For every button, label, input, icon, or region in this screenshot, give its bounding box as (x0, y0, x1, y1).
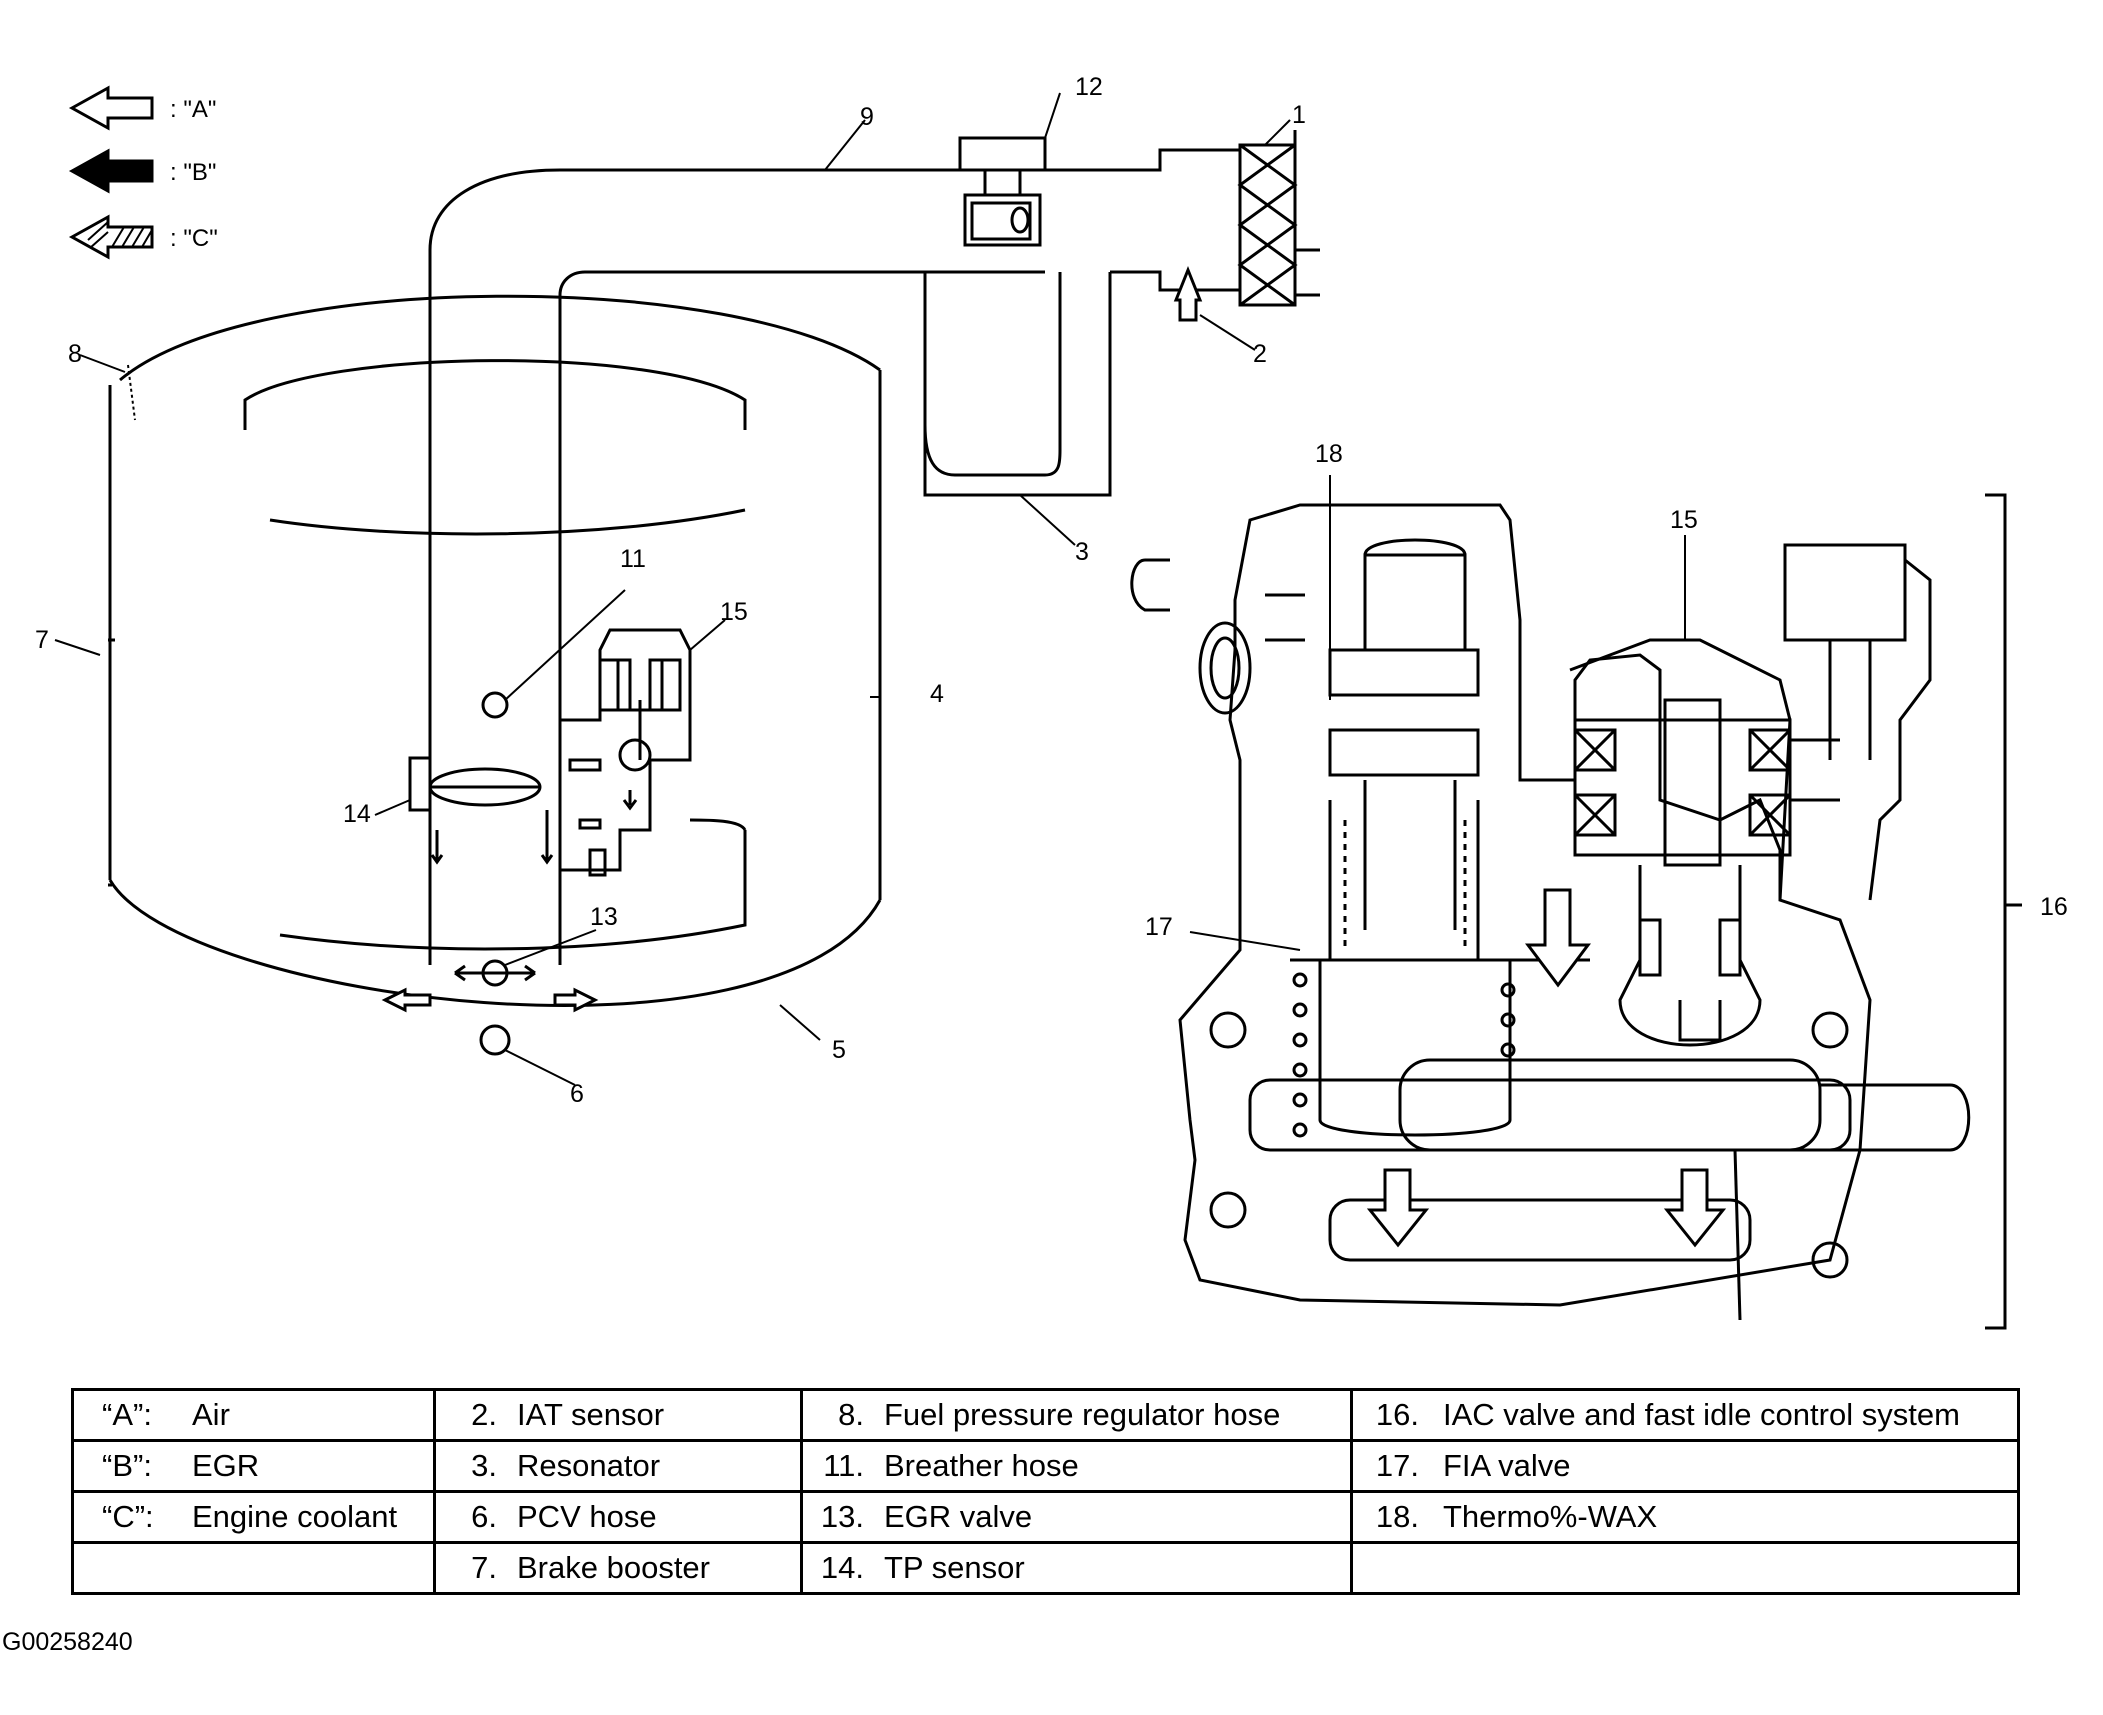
table-cell: 3.Resonator (433, 1439, 803, 1493)
callout-14: 14 (343, 800, 371, 828)
surge-tank (108, 294, 882, 1008)
table-cell (71, 1541, 436, 1595)
flow-legend: : "A" : "B" : "C" (68, 85, 218, 260)
iat-air-arrow-icon (1173, 265, 1203, 322)
leader-lines (54, 92, 1686, 1086)
resonator (923, 272, 1112, 497)
callout-16: 16 (2040, 893, 2068, 921)
pcv-hose-port (479, 1024, 511, 1056)
callout-13: 13 (590, 903, 618, 931)
callout-15-right: 15 (1670, 506, 1698, 534)
callout-3: 3 (1075, 538, 1089, 566)
table-row: “A”:Air 2.IAT sensor 8.Fuel pressure reg… (71, 1388, 2020, 1442)
intake-system-diagram: : "A" : "B" : "C" (35, 73, 2068, 1330)
fuel-pressure-hose (127, 364, 136, 421)
table-cell: 8.Fuel pressure regulator hose (800, 1388, 1353, 1442)
callout-5: 5 (832, 1036, 846, 1064)
callout-17: 17 (1145, 913, 1173, 941)
table-cell: 2.IAT sensor (433, 1388, 803, 1442)
figure-id: G00258240 (2, 1628, 133, 1656)
callout-18: 18 (1315, 440, 1343, 468)
callout-2: 2 (1253, 340, 1267, 368)
egr-arrow-icon (68, 148, 154, 194)
callout-15-left: 15 (720, 598, 748, 626)
callout-6: 6 (570, 1080, 584, 1108)
parts-legend-table: “A”:Air 2.IAT sensor 8.Fuel pressure reg… (71, 1388, 2020, 1595)
iat-sensor-housing (958, 136, 1047, 247)
table-row: “B”:EGR 3.Resonator 11.Breather hose 17.… (71, 1439, 2020, 1493)
table-cell: “A”:Air (71, 1388, 436, 1442)
legend-c-label: : "C" (170, 225, 218, 252)
callout-8: 8 (68, 340, 82, 368)
callout-7: 7 (35, 626, 49, 654)
table-cell: 17.FIA valve (1350, 1439, 2020, 1493)
coolant-arrow-icon (68, 214, 154, 260)
table-cell: “C”:Engine coolant (71, 1490, 436, 1544)
iac-valve-small (558, 628, 692, 877)
throttle-body (408, 756, 554, 865)
air-arrow-icon (68, 85, 154, 131)
iac-assembly (1130, 493, 2022, 1330)
table-cell: 6.PCV hose (433, 1490, 803, 1544)
callout-labels: 12 1 2 3 4 5 6 7 8 9 11 13 14 15 15 16 1… (35, 73, 2068, 1108)
table-row: “C”:Engine coolant 6.PCV hose 13.EGR val… (71, 1490, 2020, 1544)
egr-valve (381, 959, 599, 1013)
table-cell: 7.Brake booster (433, 1541, 803, 1595)
legend-a-label: : "A" (170, 96, 216, 123)
table-cell: 13.EGR valve (800, 1490, 1353, 1544)
table-cell: 18.Thermo%-WAX (1350, 1490, 2020, 1544)
table-cell: “B”:EGR (71, 1439, 436, 1493)
callout-11: 11 (620, 545, 646, 573)
legend-b-label: : "B" (170, 159, 216, 186)
table-cell (1350, 1541, 2020, 1595)
breather-hose-port (481, 691, 509, 719)
table-row: 7.Brake booster 14.TP sensor (71, 1541, 2020, 1595)
table-cell: 11.Breather hose (800, 1439, 1353, 1493)
table-cell: 14.TP sensor (800, 1541, 1353, 1595)
callout-1: 1 (1292, 101, 1306, 129)
callout-12: 12 (1075, 73, 1103, 101)
air-filter (1237, 130, 1320, 307)
table-cell: 16.IAC valve and fast idle control syste… (1350, 1388, 2020, 1442)
callout-4: 4 (930, 680, 944, 708)
intake-hose (428, 148, 1240, 965)
callout-9: 9 (860, 103, 874, 131)
